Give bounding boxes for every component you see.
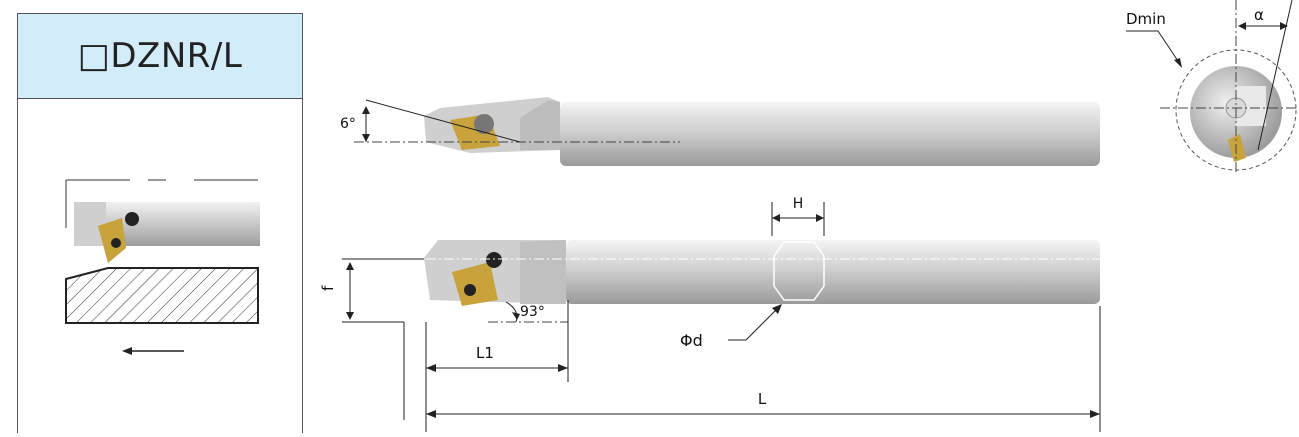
bar-head-small (74, 202, 106, 246)
insert-side (452, 262, 498, 306)
dim-phi-d: Φd (680, 304, 782, 350)
angle-93-label: 93° (520, 304, 545, 320)
end-view: α Dmin (1126, 0, 1298, 175)
tool-side-view (424, 240, 1100, 306)
angle-6-label: 6° (340, 116, 356, 132)
dim-f: f (319, 258, 424, 420)
dim-H: H (771, 196, 825, 236)
insert-end (1228, 134, 1246, 162)
angle-93: 93° (488, 301, 568, 323)
tool-top-view: 6° (340, 97, 1100, 166)
neck-top (520, 100, 560, 150)
dim-L1: L1 (425, 300, 569, 432)
neck-side (520, 240, 566, 304)
dim-phi-d-label: Φd (680, 331, 703, 350)
operation-illustration (65, 179, 260, 355)
dim-f-label: f (319, 285, 337, 291)
alpha-label: α (1254, 6, 1264, 24)
shank-top (560, 102, 1100, 166)
workpiece-hatched (65, 267, 259, 324)
alpha-line (1257, 0, 1293, 151)
flat-section-outline (773, 241, 825, 301)
screw-bottom-small (111, 238, 121, 248)
dim-L1-label: L1 (476, 344, 494, 362)
feed-arrow-head (122, 347, 132, 355)
title-box: □DZNR/L (17, 13, 303, 99)
screw-side-bottom (464, 284, 476, 296)
screw-top-small (125, 212, 139, 226)
clamp-top (474, 114, 494, 134)
shank-side (566, 240, 1100, 304)
angle-6-arrow-down (362, 134, 370, 142)
dmin-label: Dmin (1126, 10, 1166, 28)
dim-H-label: H (793, 196, 804, 212)
dim-L-label: L (758, 390, 767, 408)
dim-L: L (426, 306, 1101, 432)
angle-ref-line (365, 99, 521, 143)
operation-panel (17, 98, 303, 433)
angle-6-arrow-up (362, 106, 370, 114)
tool-code-label: □DZNR/L (77, 36, 243, 76)
screw-side-top (486, 252, 502, 268)
